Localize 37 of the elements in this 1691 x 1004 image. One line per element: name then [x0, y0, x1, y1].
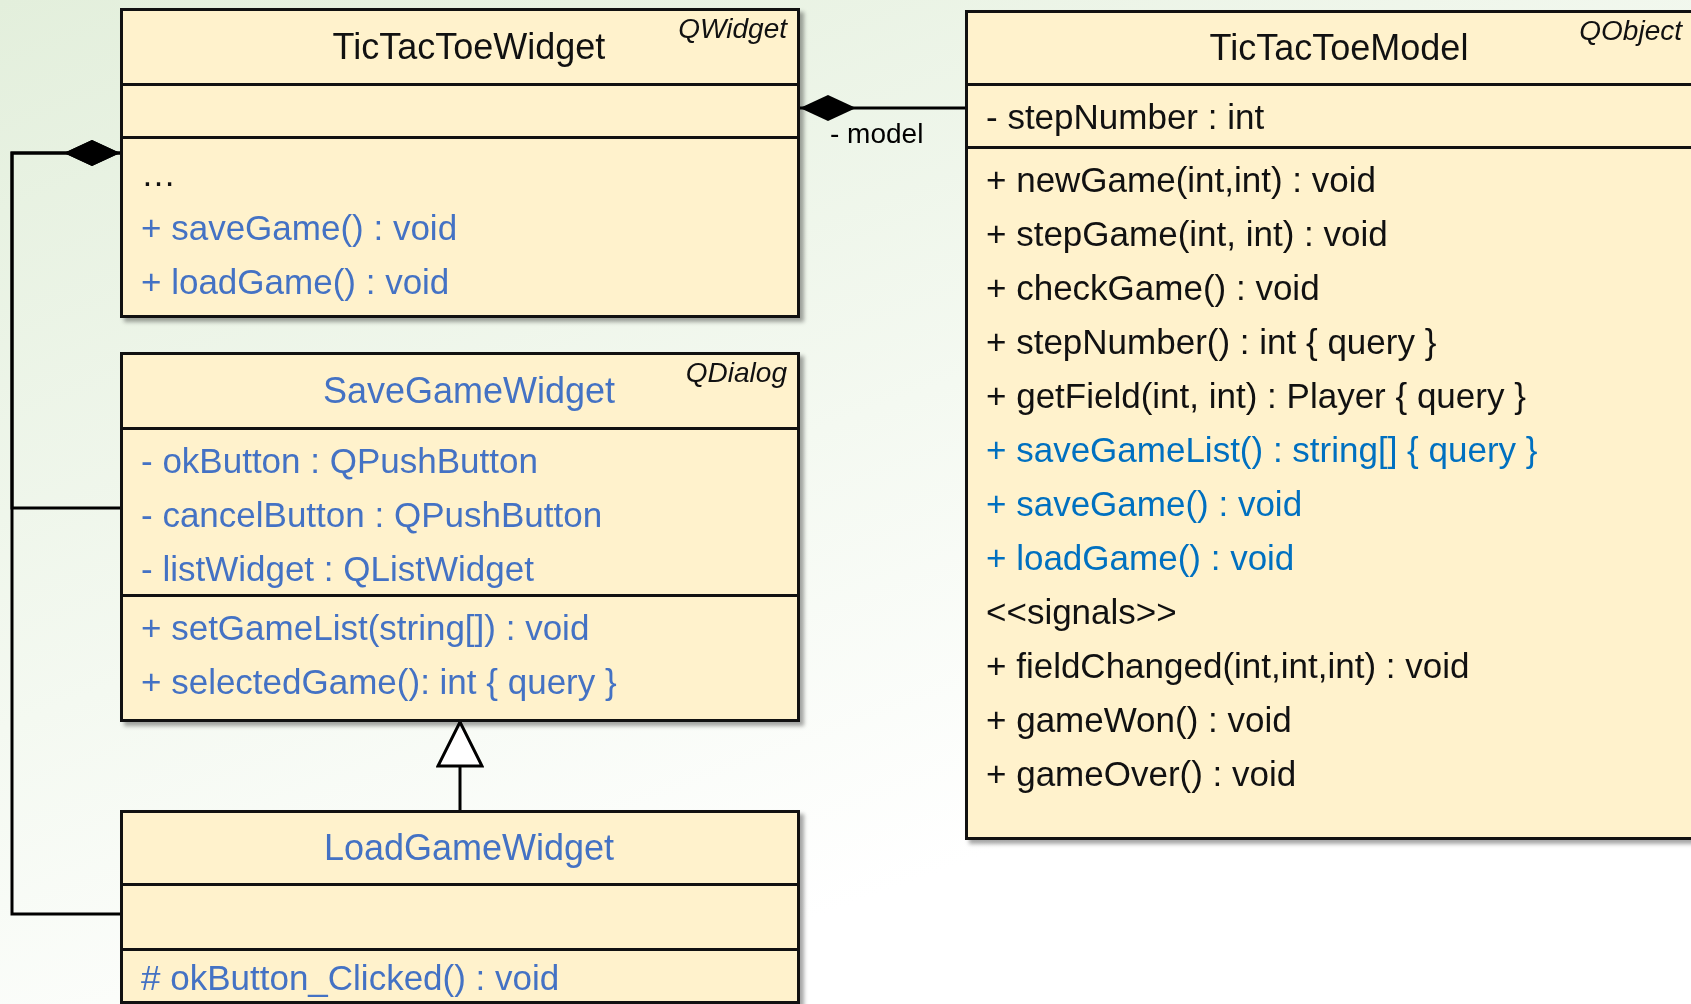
method-text: + checkGame() : void	[986, 267, 1320, 309]
method-text: + loadGame() : void	[141, 261, 450, 303]
class-box	[120, 352, 800, 722]
composition-line	[10, 140, 120, 916]
attribute-text: - listWidget : QListWidget	[141, 548, 534, 590]
class-box	[120, 810, 800, 1004]
attribute-text: - cancelButton : QPushButton	[141, 494, 603, 536]
attribute-text: - okButton : QPushButton	[141, 440, 538, 482]
method-text: + setGameList(string[]) : void	[141, 607, 590, 649]
class-name: TicTacToeWidget	[332, 26, 606, 68]
method-text: + saveGame() : void	[141, 207, 458, 249]
class-name: TicTacToeModel	[1209, 27, 1469, 69]
method-text: + stepGame(int, int) : void	[986, 213, 1388, 255]
class-box	[965, 10, 1691, 840]
method-text: + getField(int, int) : Player { query }	[986, 375, 1526, 417]
method-text: # okButton_Clicked() : void	[141, 957, 560, 999]
method-text: + saveGameList() : string[] { query }	[986, 429, 1538, 471]
method-text: + selectedGame(): int { query }	[141, 661, 617, 703]
method-text: + gameWon() : void	[986, 699, 1292, 741]
member-text: …	[141, 153, 176, 195]
method-text: + loadGame() : void	[986, 537, 1295, 579]
method-text: + saveGame() : void	[986, 483, 1303, 525]
method-text: + newGame(int,int) : void	[986, 159, 1377, 201]
base-class-label: QDialog	[685, 357, 787, 389]
method-text: + gameOver() : void	[986, 753, 1297, 795]
section-label: <<signals>>	[986, 591, 1177, 633]
inheritance-arrow	[436, 720, 484, 810]
class-name: LoadGameWidget	[323, 827, 615, 869]
class-name: SaveGameWidget	[322, 370, 616, 412]
edge-label: - model	[830, 118, 924, 150]
method-text: + stepNumber() : int { query }	[986, 321, 1437, 363]
base-class-label: QWidget	[678, 13, 787, 45]
base-class-label: QObject	[1579, 15, 1682, 47]
composition-line	[800, 95, 965, 121]
attribute-text: - stepNumber : int	[986, 96, 1265, 138]
class-box	[120, 8, 800, 318]
method-text: + fieldChanged(int,int,int) : void	[986, 645, 1470, 687]
